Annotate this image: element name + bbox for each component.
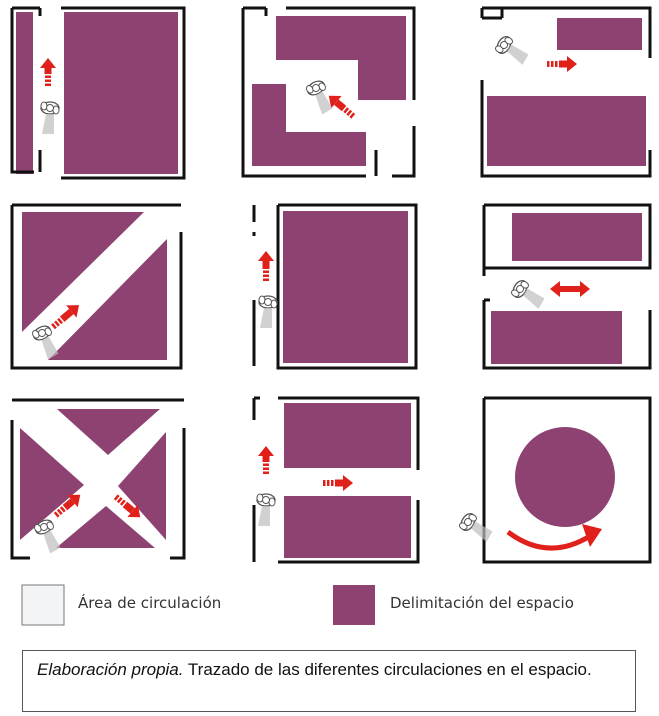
- figure-caption: Elaboración propia. Trazado de las difer…: [22, 650, 636, 712]
- wall: [480, 80, 652, 178]
- panel-diagonal: [10, 203, 183, 370]
- wall: [10, 6, 34, 14]
- wall: [482, 203, 652, 270]
- direction-arrow-icon: [323, 475, 353, 491]
- person-icon: [258, 295, 278, 329]
- direction-arrow-icon: [40, 58, 56, 86]
- space-block: [20, 428, 84, 540]
- space-block: [22, 212, 144, 332]
- direction-arrow-icon: [258, 251, 274, 281]
- direction-arrow-icon: [51, 305, 80, 330]
- double-arrow-icon: [550, 281, 590, 297]
- legend-space-label: Delimitación del espacio: [390, 594, 574, 612]
- panel-t-corridor: [252, 396, 420, 564]
- space-block: [57, 409, 160, 455]
- wall: [276, 203, 418, 370]
- wall: [278, 500, 420, 564]
- wall: [482, 300, 652, 370]
- space-circle: [515, 427, 615, 527]
- panel-left-corridor: [10, 6, 186, 180]
- space-block: [491, 311, 622, 364]
- space-block: [283, 211, 408, 363]
- space-block: [512, 213, 642, 261]
- space-block: [284, 496, 411, 558]
- legend-circulation-swatch: [21, 584, 65, 626]
- panel-horizontal-corridor: [480, 6, 652, 178]
- person-icon: [457, 510, 496, 544]
- direction-arrow-icon: [328, 95, 356, 119]
- caption-italic: Elaboración propia.: [37, 660, 184, 679]
- wall: [10, 14, 34, 174]
- direction-arrow-icon: [53, 494, 81, 518]
- space-block: [276, 16, 406, 100]
- legend-space-swatch: [333, 585, 375, 625]
- legend-circulation-label: Área de circulación: [78, 594, 222, 612]
- panel-x-cross: [10, 398, 186, 560]
- wall: [392, 126, 416, 178]
- person-icon: [493, 33, 532, 67]
- wall: [61, 6, 186, 180]
- person-icon: [509, 277, 548, 311]
- space-block: [118, 432, 166, 540]
- direction-arrow-icon: [547, 56, 577, 72]
- wall: [252, 396, 260, 420]
- wall: [170, 428, 186, 560]
- direction-arrow-icon: [258, 446, 274, 474]
- space-block: [284, 403, 411, 468]
- person-icon: [256, 493, 276, 527]
- panel-corner: [241, 6, 416, 178]
- wall: [10, 420, 30, 560]
- direction-arrow-icon: [113, 494, 141, 518]
- space-block: [557, 18, 642, 50]
- wall: [34, 6, 42, 16]
- wall: [482, 8, 504, 20]
- curved-arrow-icon: [506, 524, 602, 551]
- panel-vertical-corridor: [252, 203, 418, 370]
- caption-text: Trazado de las diferentes circulaciones …: [183, 660, 592, 679]
- space-block: [16, 12, 33, 174]
- wall: [482, 6, 652, 58]
- space-block: [64, 12, 178, 174]
- person-icon: [40, 101, 60, 135]
- space-block: [252, 84, 366, 166]
- panel-horizontal-middle: [482, 203, 652, 370]
- space-block: [56, 506, 155, 548]
- wall: [286, 6, 416, 100]
- space-block: [48, 239, 167, 360]
- panel-circular: [457, 396, 652, 564]
- wall: [241, 8, 366, 178]
- wall: [10, 205, 183, 370]
- wall: [278, 396, 420, 470]
- space-block: [487, 96, 646, 166]
- wall: [482, 396, 652, 564]
